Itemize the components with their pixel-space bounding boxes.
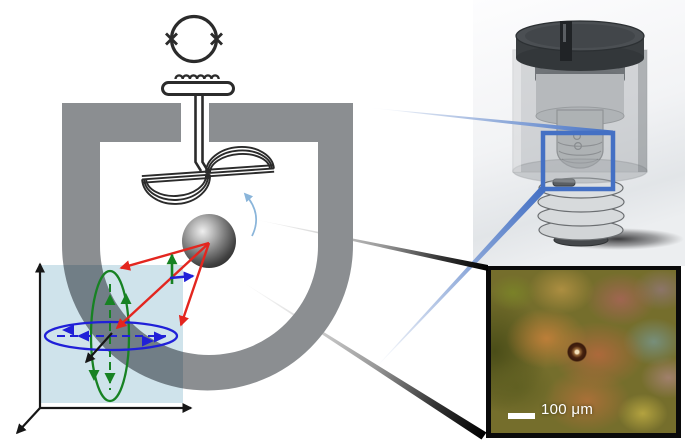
lead-stem	[194, 94, 210, 172]
red-arrow-to-ellipse-top	[119, 241, 210, 271]
black-connector-upper	[253, 219, 488, 271]
josephson-junction-icon	[165, 32, 223, 46]
squid-circuit	[141, 14, 275, 205]
top-cap	[515, 20, 645, 71]
green-arrowhead-down	[104, 373, 116, 384]
blue-connector-upper	[362, 107, 613, 136]
blue-rotation-ellipse	[43, 320, 179, 352]
threaded-base	[537, 177, 625, 247]
coordinate-axes	[15, 262, 193, 435]
axis-y	[15, 407, 41, 435]
inner-assembly	[535, 66, 625, 187]
green-arrowhead-down	[88, 370, 100, 381]
blue-connector-lower	[367, 186, 546, 377]
blue-arrowhead-right	[142, 335, 154, 347]
rotation-modes	[43, 269, 179, 403]
mode-arrows	[115, 192, 258, 330]
pickup-coil-lower	[141, 170, 211, 205]
blue-arrowhead-right	[154, 331, 166, 343]
coil-former-bar	[161, 81, 235, 96]
scale-bar	[508, 413, 535, 419]
blue-arrowhead-left	[77, 330, 89, 342]
micrograph-inset: 100 μm	[486, 265, 681, 438]
scale-bar-label: 100 μm	[541, 401, 594, 418]
squid-loop-icon	[169, 14, 219, 64]
tilt-axis-arrow	[84, 332, 113, 364]
red-arrow-to-ellipse-right	[178, 242, 211, 327]
trap-magnet-u	[62, 103, 353, 391]
microsphere-spot	[567, 342, 587, 362]
blue-translation-arrow	[169, 271, 195, 283]
green-arrowhead-up	[104, 294, 116, 305]
green-arrowhead-up	[120, 293, 132, 304]
input-coil-icon	[174, 74, 220, 80]
blue-arrowhead-left	[62, 324, 74, 336]
pickup-coil-upper	[205, 146, 275, 178]
red-arrow-to-center	[115, 242, 210, 330]
rotation-direction-arrow	[243, 192, 258, 237]
cad-highlight-rect	[540, 130, 616, 192]
